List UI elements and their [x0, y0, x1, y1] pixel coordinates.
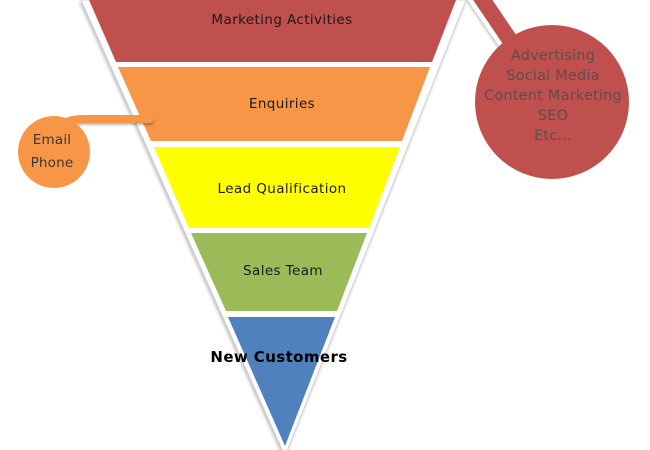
segment-label-sales-team: Sales Team — [243, 263, 323, 279]
funnel-segment-sales-team — [191, 233, 367, 311]
left-callout-line-email: Email — [33, 132, 71, 148]
right-callout-line-advertising: Advertising — [511, 48, 595, 64]
right-callout-line-seo: SEO — [538, 108, 568, 124]
funnel-segment-marketing-activities — [89, 0, 456, 62]
right-callout-line-content-marketing: Content Marketing — [484, 88, 622, 104]
right-callout-line-social-media: Social Media — [506, 68, 600, 84]
funnel-segment-new-customers — [228, 317, 335, 446]
funnel-segment-lead-qualification — [154, 147, 400, 228]
funnel-segment-enquiries — [118, 67, 430, 141]
segment-label-new-customers: New Customers — [210, 348, 347, 366]
segment-label-enquiries: Enquiries — [249, 96, 315, 112]
left-callout-circle — [18, 116, 90, 188]
segment-label-lead-qualification: Lead Qualification — [218, 181, 347, 197]
right-callout-line-etc: Etc... — [534, 128, 572, 144]
right-callout-circle — [475, 25, 629, 179]
left-callout-line-phone: Phone — [31, 155, 74, 171]
segment-label-marketing-activities: Marketing Activities — [211, 12, 352, 28]
